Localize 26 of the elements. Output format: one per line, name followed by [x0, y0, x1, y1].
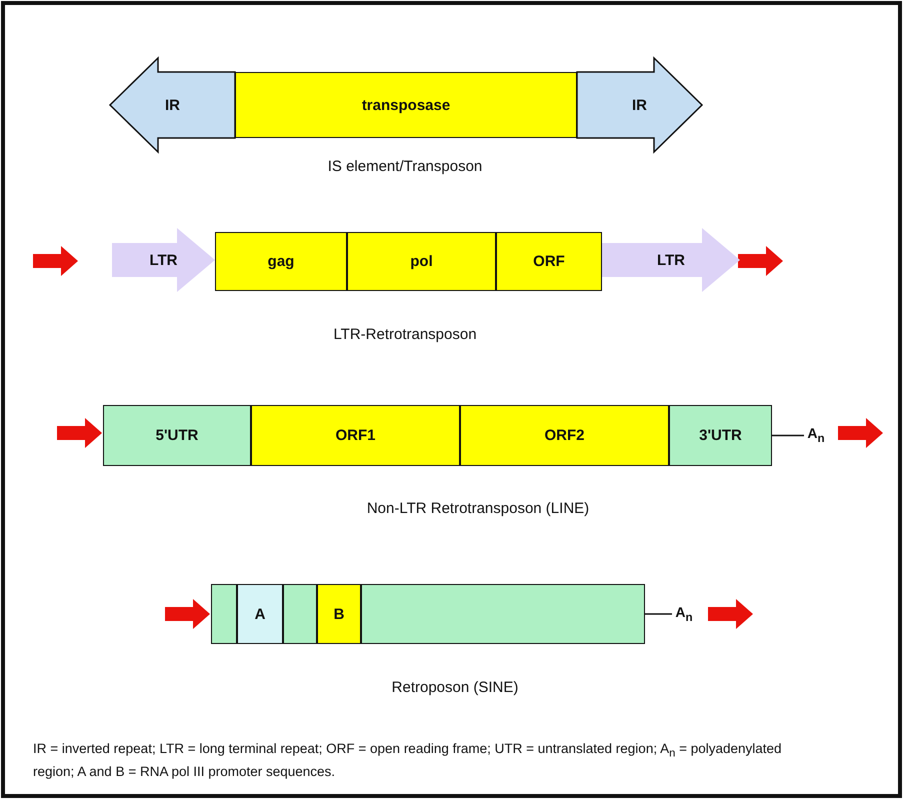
gene-segment: B [317, 584, 361, 644]
connector-line [645, 613, 672, 615]
gene-segment: ORF2 [460, 405, 669, 466]
element-title: IS element/Transposon [328, 158, 482, 175]
segment-box [211, 584, 237, 644]
sequence-label: A$_{n}$ [672, 602, 696, 626]
gene-segment: ORF1 [251, 405, 460, 466]
gene-segment: 3'UTR [669, 405, 772, 466]
caption: IR = inverted repeat; LTR = long terminal repeat; ORF = open reading frame; UTR = untranslated region; A$_{n}$ = polyadenylated region; A and B = RNA pol III promoter sequences. [33, 740, 783, 781]
gene-segment: ORF [496, 232, 602, 291]
gene-segment: 5'UTR [103, 405, 251, 466]
connector-line [772, 434, 804, 436]
repeat-arrow: LTR [602, 228, 740, 292]
gene-segment: transposase [235, 72, 577, 138]
gene-segment: gag [215, 232, 347, 291]
element-title: LTR-Retrotransposon [333, 326, 477, 343]
segment-box [283, 584, 317, 644]
repeat-arrow: IR [577, 58, 702, 152]
sequence-label: A$_{n}$ [804, 423, 828, 447]
repeat-arrow: LTR [112, 228, 215, 292]
element-title: Retroposon (SINE) [392, 679, 518, 696]
gene-segment: A [237, 584, 283, 644]
segment-box [361, 584, 645, 644]
element-title: Non-LTR Retrotransposon (LINE) [366, 500, 590, 517]
gene-segment: pol [347, 232, 496, 291]
repeat-arrow: IR [110, 58, 235, 152]
